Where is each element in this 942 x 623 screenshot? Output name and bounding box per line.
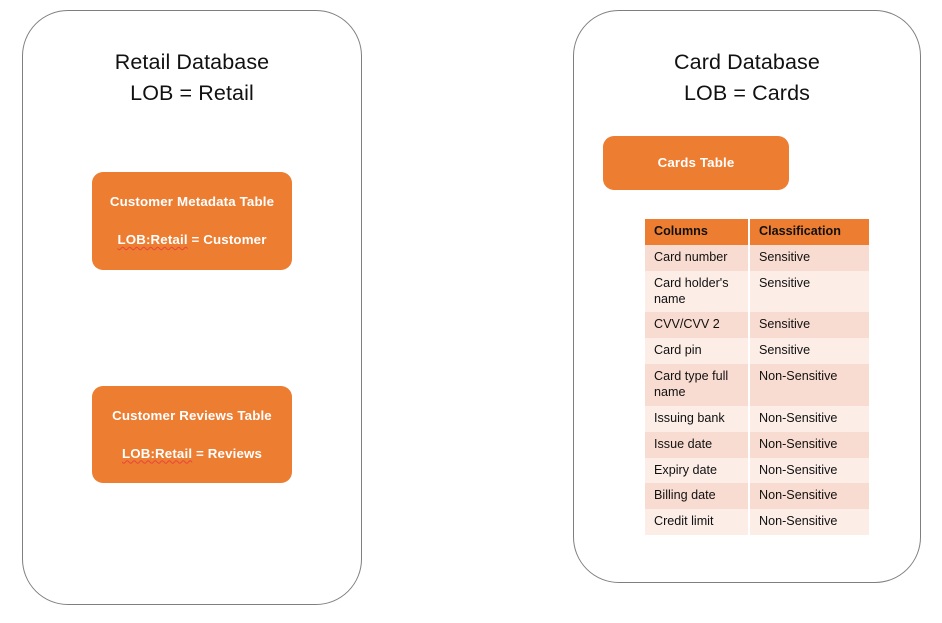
lob-value: = Customer: [187, 232, 267, 247]
table-box-subtitle: LOB:Retail = Customer: [117, 232, 266, 248]
cell-column-name: Billing date: [645, 483, 749, 510]
database-panel-retail: Retail Database LOB = Retail: [22, 10, 362, 605]
table-row: Expiry date Non-Sensitive: [645, 457, 869, 484]
table-box-customer-reviews[interactable]: Customer Reviews Table LOB:Retail = Revi…: [92, 386, 292, 483]
cell-classification: Sensitive: [748, 270, 869, 313]
panel-title-retail: Retail Database LOB = Retail: [23, 47, 361, 108]
classification-table: Columns Classification Card number Sensi…: [645, 219, 869, 536]
table-box-title: Customer Metadata Table: [109, 194, 275, 210]
lob-token: LOB:Retail: [121, 445, 193, 461]
table-box-title: Customer Reviews Table: [112, 407, 272, 423]
cell-classification: Sensitive: [748, 312, 869, 339]
cell-column-name: CVV/CVV 2: [645, 312, 749, 339]
cell-column-name: Card type full name: [645, 364, 749, 406]
cell-column-name: Card pin: [645, 338, 749, 365]
table-row: Issue date Non-Sensitive: [645, 431, 869, 458]
cell-classification: Non-Sensitive: [748, 509, 869, 536]
table-box-customer-metadata[interactable]: Customer Metadata Table LOB:Retail = Cus…: [92, 172, 292, 270]
cell-column-name: Card number: [645, 244, 749, 271]
panel-title-line1: Card Database: [674, 50, 820, 74]
cell-classification: Sensitive: [748, 244, 869, 271]
lob-token: LOB:Retail: [117, 232, 188, 247]
cell-classification: Non-Sensitive: [748, 364, 869, 406]
table-row: Card type full name Non-Sensitive: [645, 364, 869, 406]
panel-title-line1: Retail Database: [114, 50, 270, 74]
table-header: Columns Classification: [645, 219, 869, 245]
column-header-columns: Columns: [645, 219, 749, 245]
table-row: Card pin Sensitive: [645, 338, 869, 365]
panel-title-line2: LOB = Retail: [130, 80, 254, 105]
cell-classification: Non-Sensitive: [748, 483, 869, 510]
table-row: CVV/CVV 2 Sensitive: [645, 312, 869, 339]
panel-title-cards: Card Database LOB = Cards: [574, 47, 920, 108]
cell-column-name: Credit limit: [645, 509, 749, 536]
table-box-title: Cards Table: [657, 155, 735, 171]
table-row: Credit limit Non-Sensitive: [645, 509, 869, 536]
cell-classification: Non-Sensitive: [748, 431, 869, 458]
cell-column-name: Card holder's name: [645, 270, 749, 313]
table-header-row: Columns Classification: [645, 219, 869, 245]
table-box-subtitle: LOB:Retail = Reviews: [122, 446, 262, 462]
cell-column-name: Expiry date: [645, 457, 749, 484]
table-row: Issuing bank Non-Sensitive: [645, 405, 869, 432]
table-row: Card holder's name Sensitive: [645, 270, 869, 313]
table-body: Card number Sensitive Card holder's name…: [645, 244, 869, 536]
cell-classification: Non-Sensitive: [748, 457, 869, 484]
cell-column-name: Issue date: [645, 431, 749, 458]
table-row: Card number Sensitive: [645, 244, 869, 271]
cell-column-name: Issuing bank: [645, 405, 749, 432]
table-box-cards-table[interactable]: Cards Table: [603, 136, 789, 190]
lob-value: = Reviews: [192, 445, 263, 461]
table-row: Billing date Non-Sensitive: [645, 483, 869, 510]
cell-classification: Non-Sensitive: [748, 405, 869, 432]
cell-classification: Sensitive: [748, 338, 869, 365]
panel-title-line2: LOB = Cards: [684, 80, 810, 105]
column-header-classification: Classification: [748, 219, 869, 245]
